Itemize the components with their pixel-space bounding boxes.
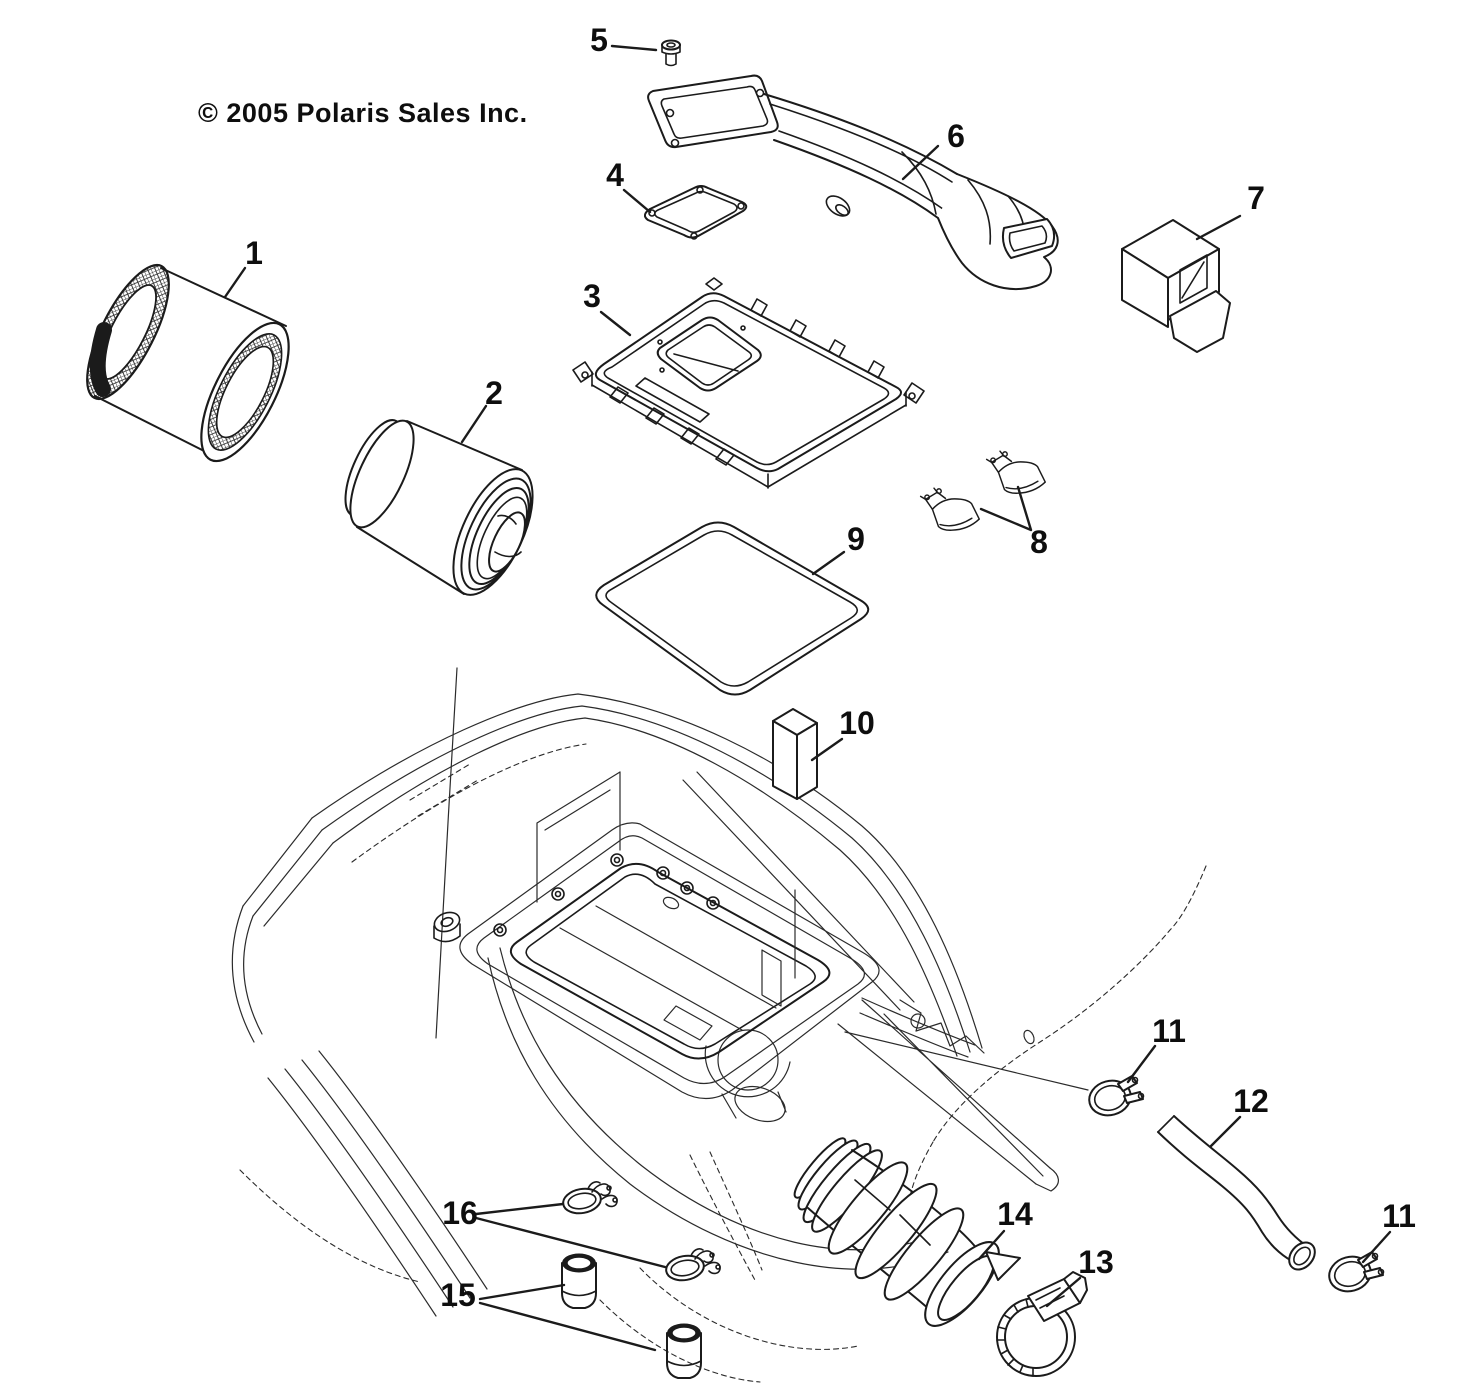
callout-10: 10 <box>839 705 875 741</box>
filter-dark-patch <box>89 322 112 397</box>
callout-3: 3 <box>583 278 601 314</box>
chassis-body-sketch <box>231 667 1207 1383</box>
callout-2: 2 <box>485 375 503 411</box>
part-2-air-filter-inner-drawing <box>344 419 534 596</box>
callout-16: 16 <box>442 1195 478 1231</box>
part-14-intake-boot-drawing <box>793 1137 1021 1327</box>
callout-7: 7 <box>1247 180 1265 216</box>
part-6-air-duct-drawing <box>647 74 1059 290</box>
part-5-screw-drawing <box>661 39 681 67</box>
callout-11a: 11 <box>1152 1013 1186 1049</box>
callout-12: 12 <box>1233 1083 1269 1119</box>
callout-15: 15 <box>440 1277 476 1313</box>
callout-14: 14 <box>997 1196 1033 1232</box>
clamp-band-serrations <box>996 1298 1034 1377</box>
callout-9: 9 <box>847 521 865 557</box>
opening-bosses <box>493 853 720 937</box>
callout-1: 1 <box>245 235 263 271</box>
callout-6: 6 <box>947 118 965 154</box>
callout-11b: 11 <box>1382 1198 1416 1234</box>
copyright-notice: © 2005 Polaris Sales Inc. <box>198 98 528 128</box>
part-10-foam-block-drawing <box>772 708 818 800</box>
callout-labels: 1 2 3 4 5 6 7 8 9 10 11 12 11 13 14 15 1… <box>245 22 1416 1313</box>
part-7-intake-box-drawing <box>1121 219 1231 353</box>
part-9-seal-drawing <box>595 521 870 696</box>
callout-4: 4 <box>606 157 624 193</box>
part-1-air-filter-outer-drawing <box>86 263 290 463</box>
callout-5: 5 <box>590 22 608 58</box>
callout-leader-lines <box>223 44 1392 1352</box>
callout-13: 13 <box>1078 1244 1114 1280</box>
part-12-vent-hose-drawing <box>1157 1115 1316 1271</box>
part-3-airbox-cover-drawing <box>572 277 925 489</box>
callout-8: 8 <box>1030 524 1048 560</box>
part-4-gasket-drawing <box>644 185 748 240</box>
